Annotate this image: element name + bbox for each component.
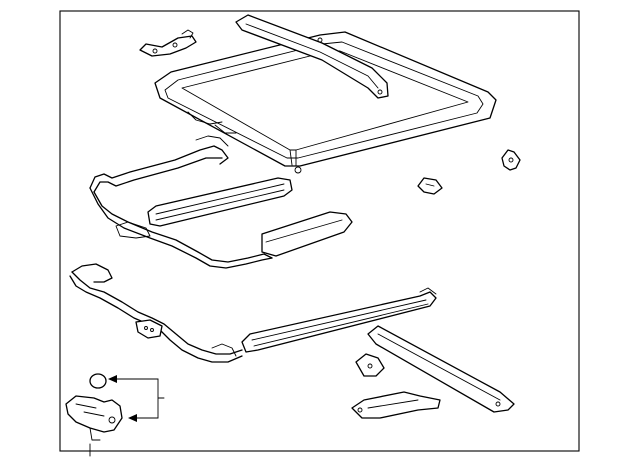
rear-bracket[interactable] bbox=[351, 391, 441, 419]
rear-cross-member[interactable] bbox=[367, 325, 515, 413]
sunroof-motor[interactable] bbox=[65, 395, 123, 441]
drain-hose-frame-assembly[interactable] bbox=[89, 135, 273, 269]
right-side-rail[interactable] bbox=[241, 287, 437, 353]
small-clip[interactable] bbox=[417, 177, 443, 195]
drive-cable-assembly[interactable] bbox=[69, 263, 243, 363]
motor-plug[interactable] bbox=[89, 373, 107, 389]
diagram-border bbox=[59, 10, 580, 452]
left-guide-rail[interactable] bbox=[115, 177, 353, 257]
glass-panel-seal[interactable] bbox=[235, 14, 389, 99]
front-bracket[interactable] bbox=[139, 29, 197, 57]
rear-clip[interactable] bbox=[355, 353, 385, 377]
side-bracket-right[interactable] bbox=[501, 149, 521, 171]
motor-callout bbox=[108, 375, 165, 422]
